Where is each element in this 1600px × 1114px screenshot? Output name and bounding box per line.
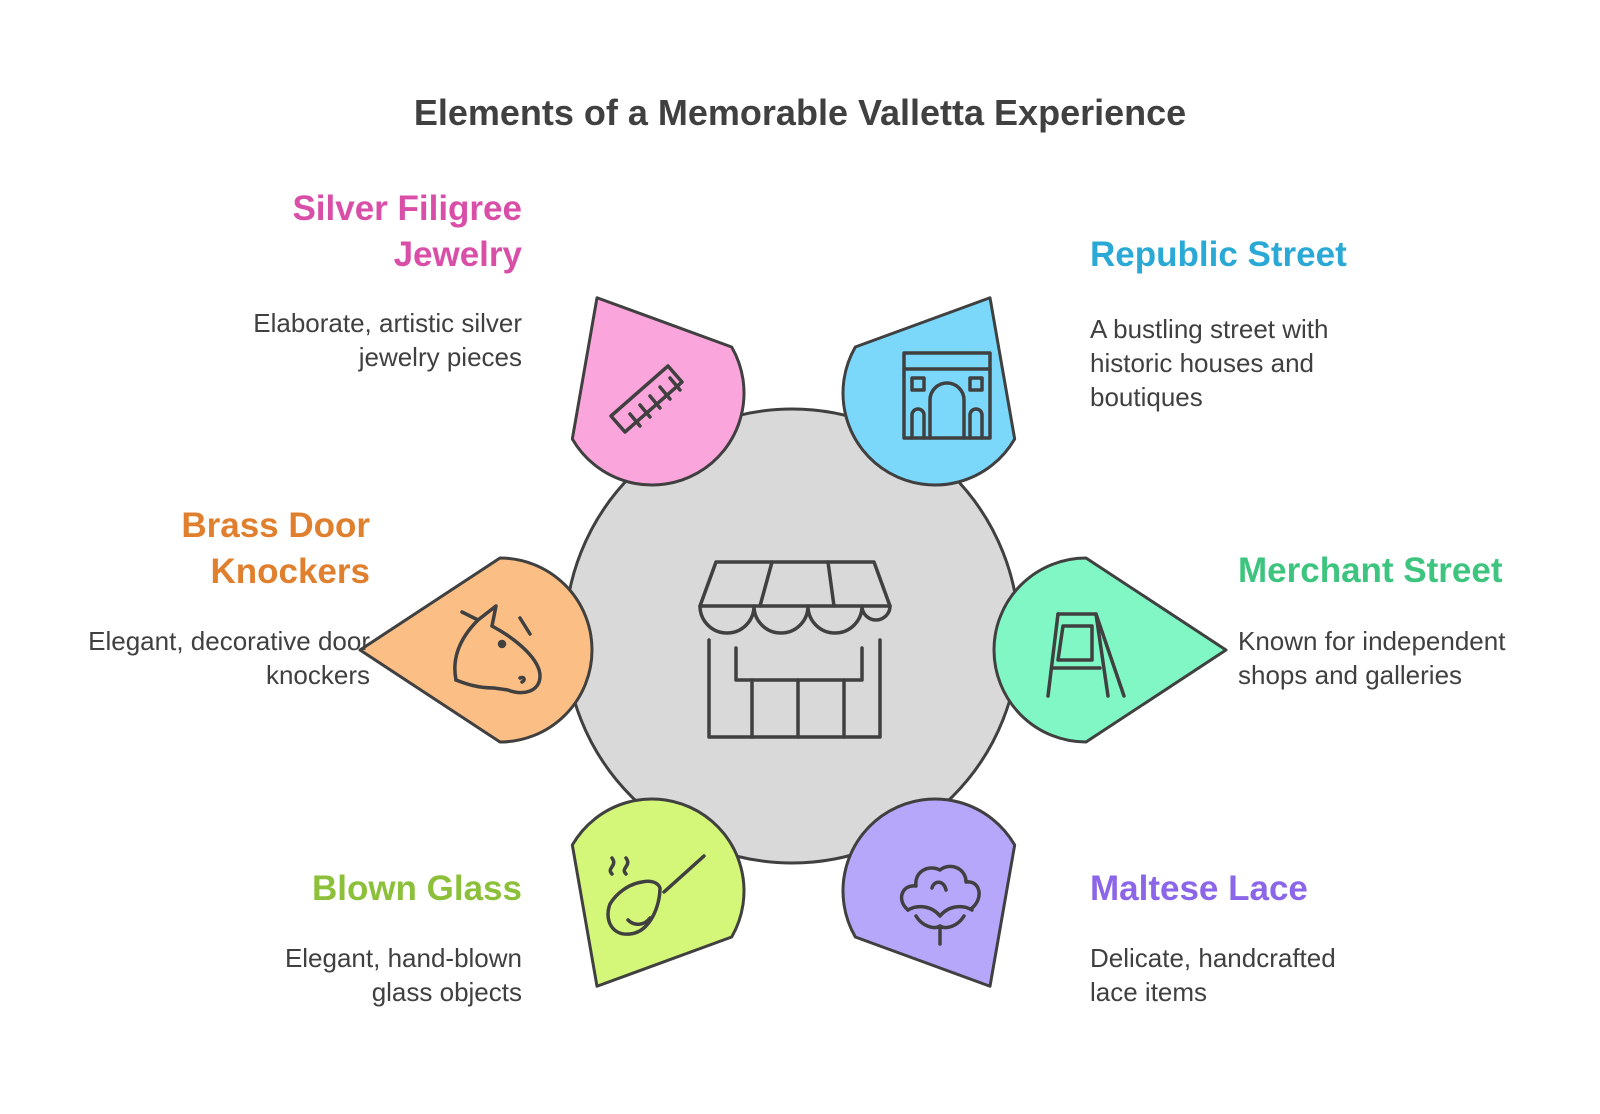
republic-street-desc-line1: A bustling street with (1090, 314, 1329, 344)
silver-filigree-heading-line1: Silver Filigree (292, 189, 522, 228)
silver-filigree-desc-line2: jewelry pieces (358, 342, 522, 372)
merchant-street-desc-line2: shops and galleries (1238, 660, 1463, 690)
brass-door-knockers-marker (358, 556, 594, 744)
maltese-lace-heading: Maltese Lace (1090, 869, 1308, 908)
brass-door-knockers-heading-line1: Brass Door (181, 506, 370, 545)
glassblowing-icon (606, 854, 706, 936)
blown-glass-heading: Blown Glass (311, 869, 522, 908)
maltese-lace-description: Delicate, handcrafted lace items (1090, 941, 1510, 1009)
storefront-icon (698, 560, 892, 739)
silver-filigree-description: Elaborate, artistic silver jewelry piece… (150, 306, 522, 374)
brass-door-knockers-desc-line1: Elegant, decorative door (88, 626, 370, 656)
merchant-street-desc-line1: Known for independent (1238, 626, 1506, 656)
horse-head-icon (453, 604, 542, 695)
brass-door-knockers-heading: Brass Door Knockers (40, 503, 370, 595)
comb-icon (609, 364, 684, 434)
cotton-flower-icon (899, 864, 981, 946)
republic-street-description: A bustling street with historic houses a… (1090, 312, 1510, 414)
republic-street-heading: Republic Street (1090, 235, 1347, 274)
brass-door-knockers-description: Elegant, decorative door knockers (20, 624, 370, 692)
maltese-lace-desc-line2: lace items (1090, 977, 1208, 1007)
silver-filigree-heading: Silver Filigree Jewelry (200, 186, 522, 278)
silver-filigree-heading-line2: Jewelry (393, 235, 522, 274)
silver-filigree-marker (570, 296, 746, 487)
silver-filigree-desc-line1: Elaborate, artistic silver (253, 308, 522, 338)
brass-door-knockers-heading-line2: Knockers (210, 552, 370, 591)
blown-glass-desc-line2: glass objects (371, 977, 522, 1007)
sandwich-board-icon (1046, 612, 1126, 698)
republic-street-desc-line3: boutiques (1090, 382, 1203, 412)
merchant-street-heading: Merchant Street (1238, 551, 1503, 590)
merchant-street-description: Known for independent shops and gallerie… (1238, 624, 1588, 692)
brass-door-knockers-desc-line2: knockers (265, 660, 370, 690)
maltese-lace-marker (841, 797, 1017, 988)
republic-street-desc-line2: historic houses and (1090, 348, 1315, 378)
blown-glass-description: Elegant, hand-blown glass objects (150, 941, 522, 1009)
arch-icon (902, 351, 992, 440)
maltese-lace-desc-line1: Delicate, handcrafted (1090, 943, 1336, 973)
diagram-title: Elements of a Memorable Valletta Experie… (413, 92, 1187, 133)
blown-glass-desc-line1: Elegant, hand-blown (284, 943, 522, 973)
